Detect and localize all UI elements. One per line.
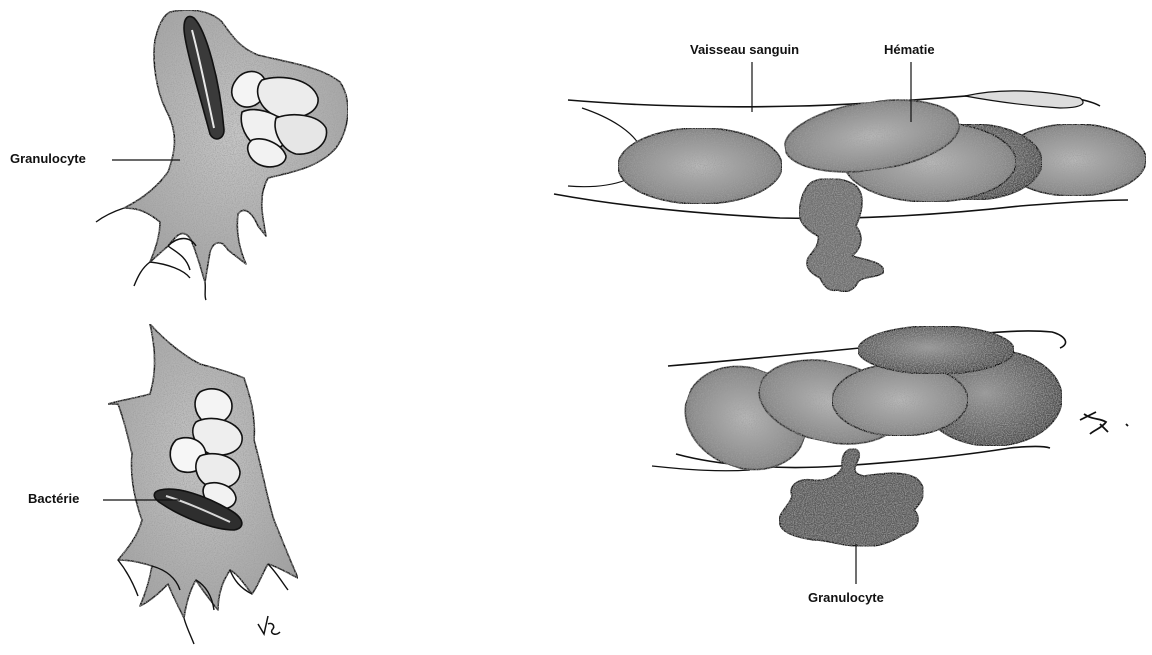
hematie-bottom-5 bbox=[858, 326, 1014, 374]
label-bacterie: Bactérie bbox=[28, 491, 79, 506]
granulocyte-phagocytosis-top bbox=[96, 10, 348, 300]
vessel-endothelium bbox=[965, 91, 1083, 108]
blood-vessel-bottom bbox=[652, 326, 1066, 546]
signature-mark-right bbox=[1080, 412, 1128, 434]
signature-mark-left bbox=[258, 616, 280, 634]
label-granulocyte-top: Granulocyte bbox=[10, 151, 86, 166]
granulocyte-diapedesis bbox=[799, 179, 884, 292]
hematie-bottom-4 bbox=[832, 364, 968, 436]
label-granulocyte-bottom: Granulocyte bbox=[808, 590, 884, 605]
granulocyte-outside bbox=[779, 449, 923, 547]
label-hematie: Hématie bbox=[884, 42, 935, 57]
granulocyte-phagocytosis-bottom bbox=[108, 324, 298, 644]
label-vaisseau-sanguin: Vaisseau sanguin bbox=[690, 42, 799, 57]
vessel-top-wall-lower-inner bbox=[568, 180, 626, 187]
vessel-top-wall-upper-inner bbox=[582, 108, 640, 146]
hematie-top-1 bbox=[618, 128, 782, 204]
blood-vessel-top bbox=[554, 90, 1146, 291]
